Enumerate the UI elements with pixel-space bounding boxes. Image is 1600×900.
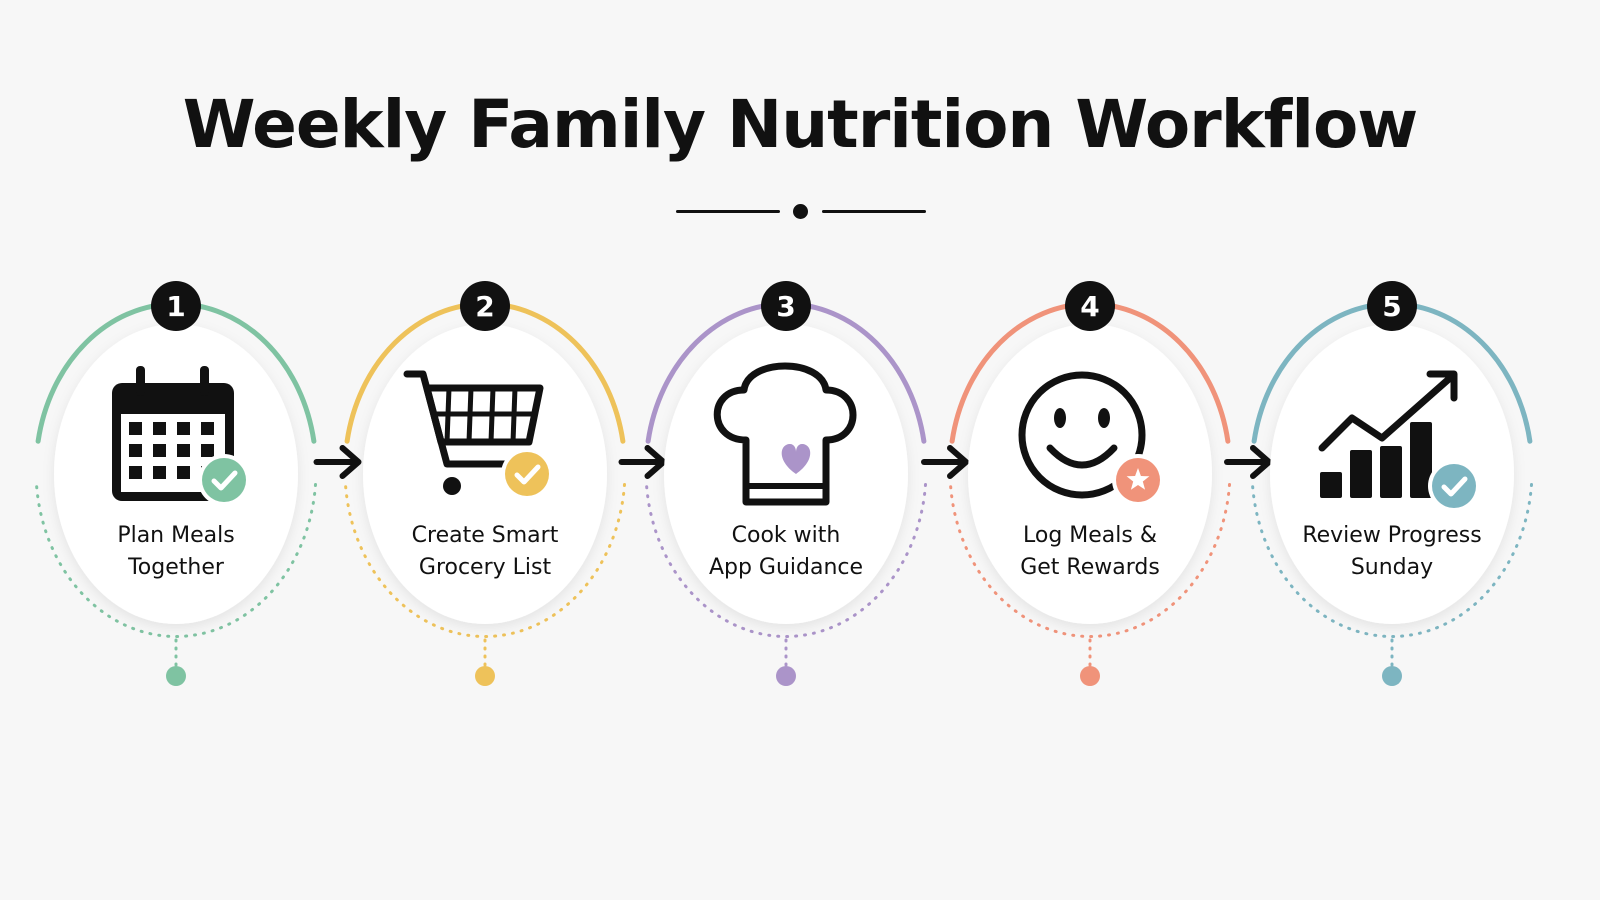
flow-arrow-icon bbox=[1224, 445, 1272, 479]
step-end-dot bbox=[1080, 666, 1100, 686]
workflow-step-5: 5 bbox=[1251, 281, 1533, 686]
step-number: 1 bbox=[166, 290, 185, 323]
step-label-line2: Get Rewards bbox=[1020, 555, 1160, 580]
badge-checkmark-icon bbox=[198, 454, 250, 506]
checkmark-icon bbox=[514, 464, 541, 485]
step-number: 5 bbox=[1382, 290, 1401, 323]
step-bottom-dotted-arc bbox=[344, 483, 626, 638]
step-card bbox=[968, 324, 1212, 624]
step-label: Log Meals & Get Rewards bbox=[980, 520, 1200, 584]
step-label-line2: Grocery List bbox=[418, 555, 552, 580]
step-number: 4 bbox=[1080, 290, 1099, 323]
smiley-face-icon bbox=[1018, 371, 1146, 499]
step-end-dot bbox=[1382, 666, 1402, 686]
badge-heart-icon bbox=[781, 444, 811, 474]
flow-arrow-icon bbox=[921, 445, 969, 479]
title-divider bbox=[676, 201, 926, 221]
step-end-dot bbox=[475, 666, 495, 686]
heart-icon bbox=[781, 444, 811, 474]
workflow-step-1: 1 bbox=[35, 281, 317, 686]
step-label-line1: Review Progress bbox=[1302, 523, 1482, 548]
step-label-line2: App Guidance bbox=[708, 555, 864, 580]
step-number-badge bbox=[1065, 281, 1115, 331]
step-card bbox=[363, 324, 607, 624]
divider-line-right bbox=[822, 210, 926, 213]
step-number-badge bbox=[151, 281, 201, 331]
workflow-step-2: 2 bbox=[344, 281, 626, 686]
step-end-dot bbox=[166, 666, 186, 686]
star-icon bbox=[1126, 468, 1150, 490]
step-bottom-dotted-arc bbox=[1251, 483, 1533, 638]
step-end-dot bbox=[776, 666, 796, 686]
step-number: 2 bbox=[475, 290, 494, 323]
workflow-step-3: 3 bbox=[645, 281, 927, 686]
flow-arrow-icon bbox=[313, 445, 362, 479]
flow-arrow-icon bbox=[618, 445, 667, 479]
step-label-line2: Together bbox=[128, 555, 224, 580]
diagram-title: Weekly Family Nutrition Workflow bbox=[182, 86, 1419, 163]
divider-line-left bbox=[676, 210, 780, 213]
badge-star-icon bbox=[1112, 454, 1164, 506]
step-number: 3 bbox=[776, 290, 795, 323]
step-label-line1: Create Smart bbox=[411, 523, 559, 548]
checkmark-icon bbox=[211, 470, 238, 491]
step-number-badge bbox=[1367, 281, 1417, 331]
step-number-badge bbox=[460, 281, 510, 331]
checkmark-icon bbox=[1441, 476, 1468, 497]
step-label-line1: Plan Meals bbox=[117, 523, 235, 548]
step-label-line1: Cook with bbox=[731, 523, 841, 548]
badge-checkmark-icon bbox=[501, 448, 553, 500]
chef-hat-icon bbox=[713, 362, 857, 506]
step-bottom-dotted-arc bbox=[949, 483, 1231, 638]
shopping-cart-icon bbox=[403, 370, 544, 495]
step-bottom-dotted-arc bbox=[645, 483, 927, 638]
divider-dot bbox=[793, 204, 808, 219]
step-label-line1: Log Meals & bbox=[1022, 523, 1157, 548]
badge-checkmark-icon bbox=[1428, 460, 1480, 512]
step-number-badge bbox=[761, 281, 811, 331]
step-label-line2: Sunday bbox=[1350, 555, 1434, 580]
growth-chart-icon bbox=[1318, 370, 1458, 498]
step-bottom-dotted-arc bbox=[35, 483, 317, 638]
workflow-step-4: 4 bbox=[949, 281, 1231, 686]
